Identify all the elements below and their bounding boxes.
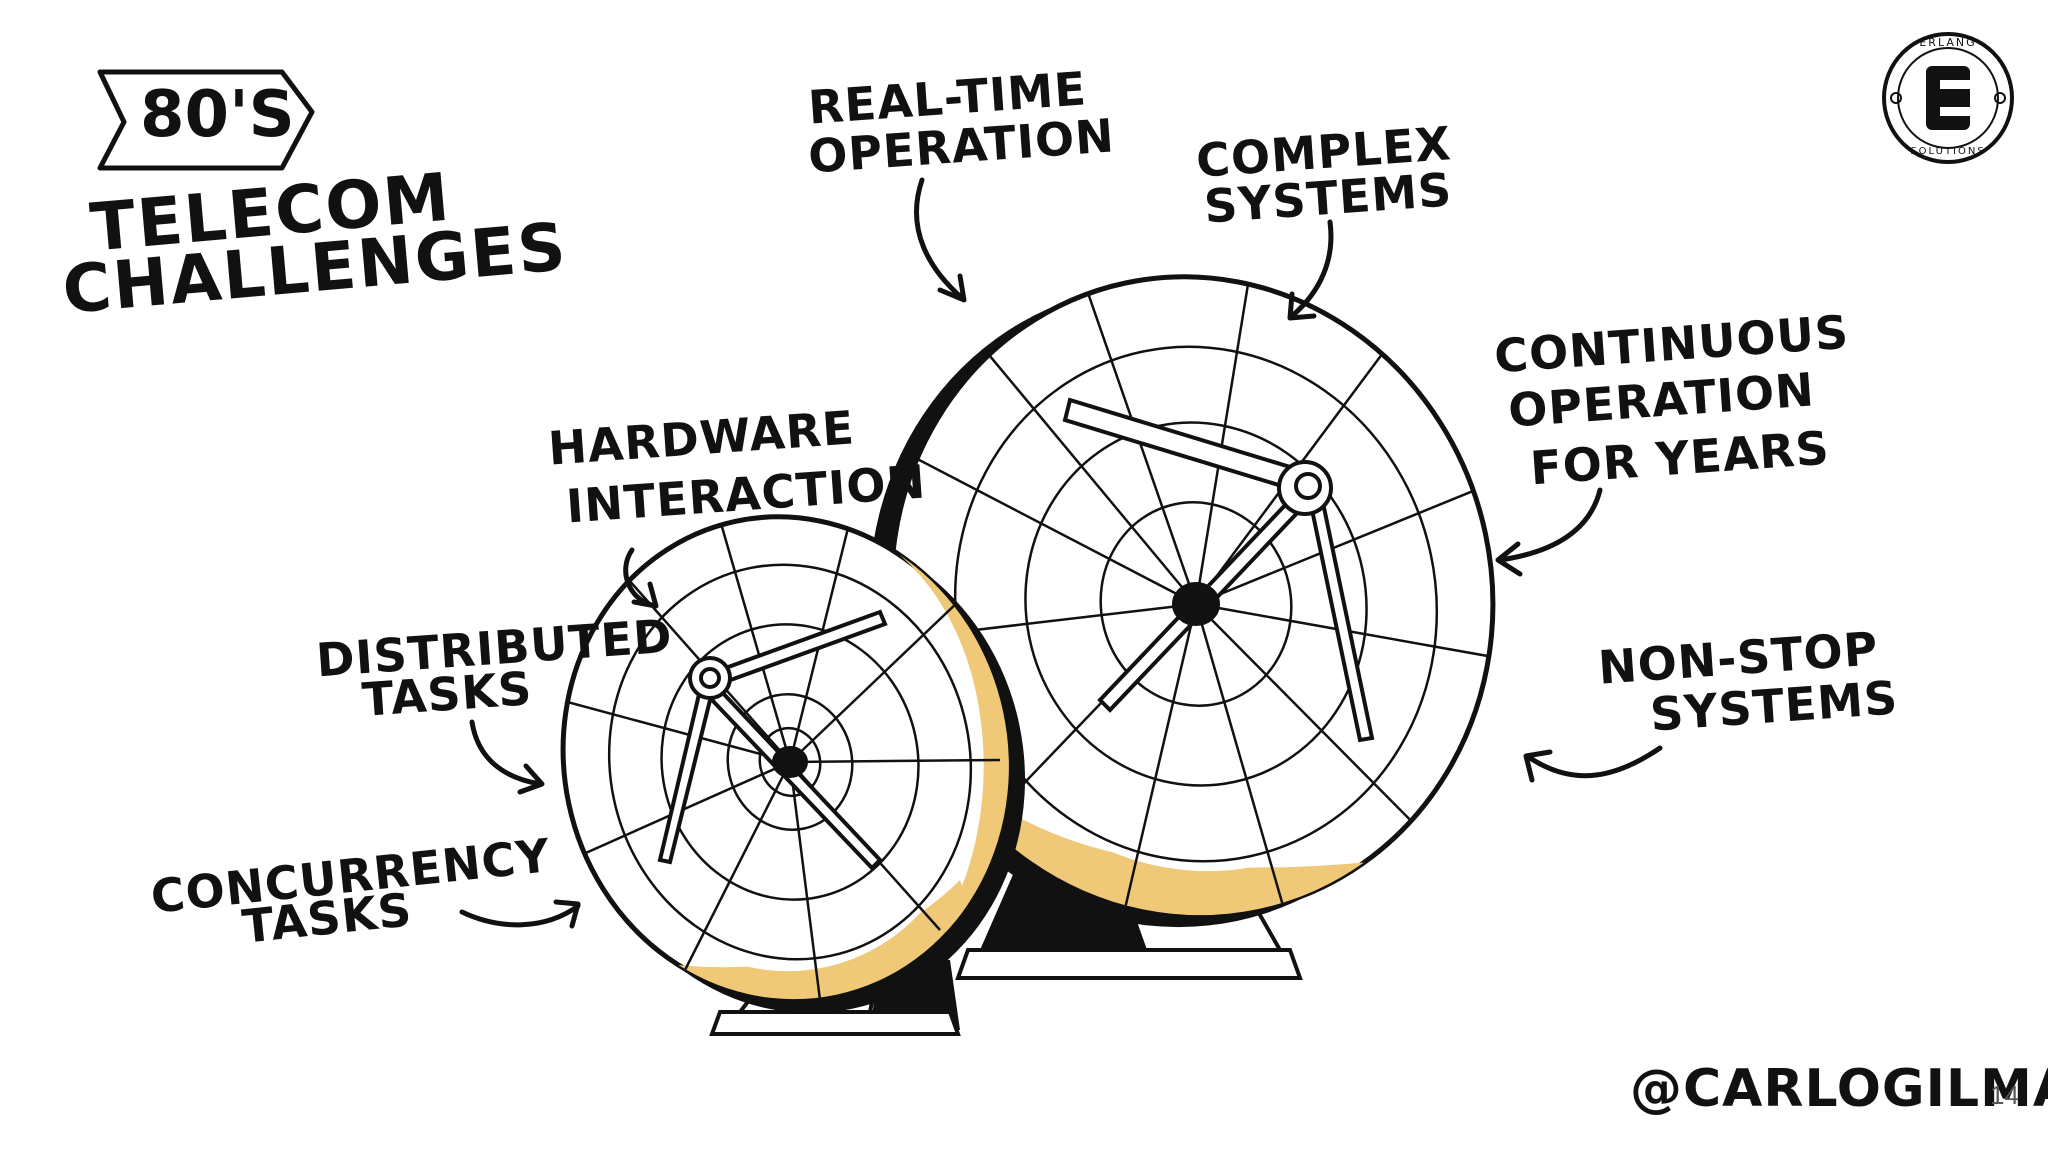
tag-banner-icon: [97, 69, 315, 171]
label-distributed-line2: TASKS: [360, 661, 534, 727]
small-dish-feed-icon: [657, 609, 888, 871]
large-dish-feed-icon: [1062, 397, 1375, 743]
arrow-icon: [623, 547, 659, 609]
arrow-icon: [459, 899, 581, 929]
erlang-solutions-logo: ERLANG SOLUTIONS: [1880, 30, 2016, 166]
logo-top-text: ERLANG: [1919, 36, 1977, 49]
page-number: 14: [1990, 1080, 2019, 1110]
arrow-icon: [1523, 745, 1663, 783]
arrow-icon: [1495, 487, 1603, 577]
era-tag: 80's: [140, 78, 295, 152]
author-handle: @CARLOGILMAR: [1630, 1059, 2048, 1119]
logo-bottom-text: SOLUTIONS: [1910, 146, 1986, 157]
arrow-icon: [1287, 219, 1334, 321]
arrow-icon: [914, 177, 967, 303]
arrow-icon: [469, 719, 545, 795]
